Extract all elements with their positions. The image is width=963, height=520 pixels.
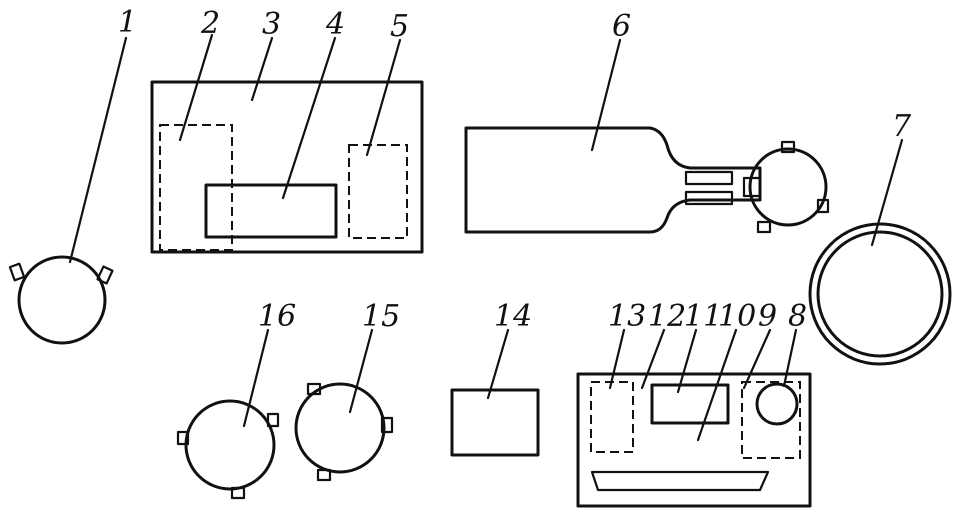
item-1-round-table — [8, 36, 128, 345]
label-16: 16 — [258, 299, 296, 334]
item-7-round-table — [808, 138, 952, 366]
label-14: 14 — [494, 299, 532, 334]
label-11: 11 — [684, 299, 722, 334]
label-6: 6 — [612, 9, 631, 44]
label-5: 5 — [390, 9, 409, 44]
item-3-cabinet-unit — [150, 33, 424, 254]
label-13: 13 — [608, 299, 646, 334]
label-4: 4 — [325, 7, 345, 42]
label-15: 15 — [362, 299, 400, 334]
label-1: 1 — [118, 5, 137, 40]
item-12-console-unit — [576, 328, 812, 508]
label-12: 12 — [648, 299, 686, 334]
item-14-box — [450, 328, 540, 457]
item-6-desk — [464, 38, 830, 234]
label-2: 2 — [200, 6, 220, 41]
label-7: 7 — [892, 109, 912, 144]
label-10: 10 — [718, 299, 756, 334]
label-8: 8 — [788, 299, 807, 334]
label-9: 9 — [758, 299, 777, 334]
item-15-round-table — [294, 328, 394, 482]
item-16-round-table — [176, 328, 280, 500]
label-3: 3 — [262, 7, 281, 42]
